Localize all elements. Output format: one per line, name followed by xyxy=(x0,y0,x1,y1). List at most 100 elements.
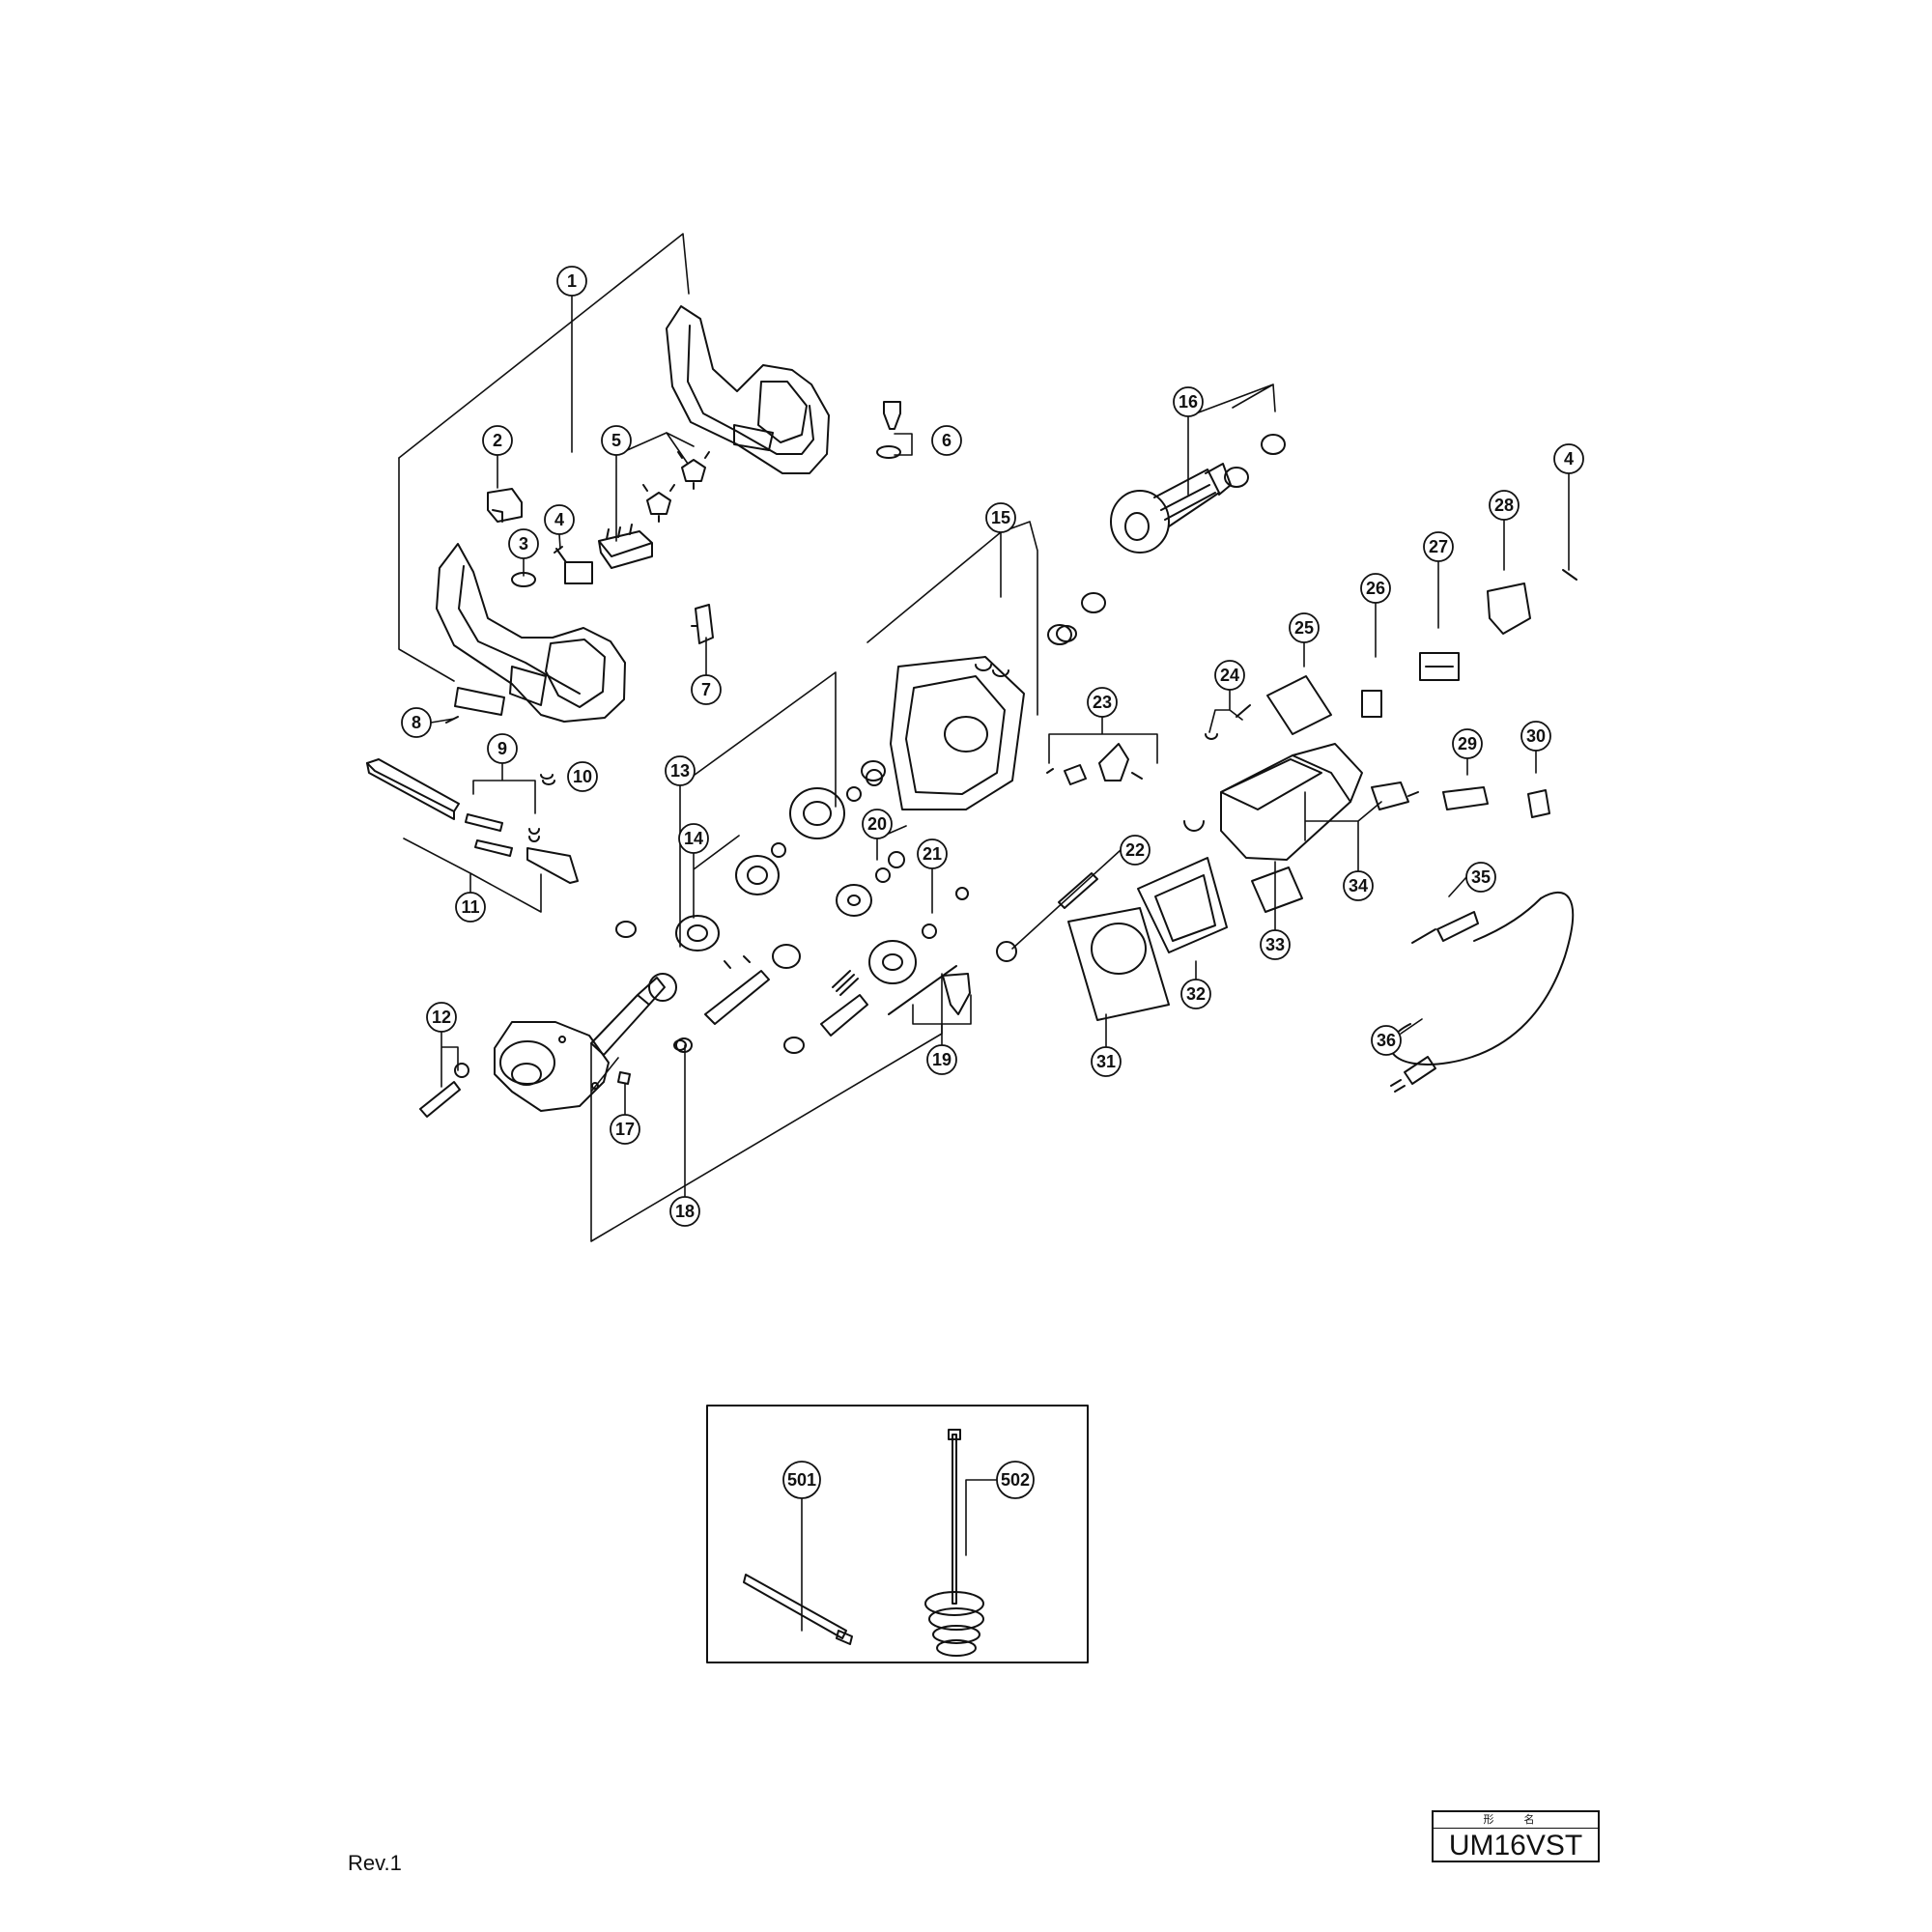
label-26 xyxy=(1361,690,1382,718)
washer-12 xyxy=(454,1063,469,1078)
part-balloon-p24: 24 xyxy=(1214,660,1245,691)
part-balloon-p20: 20 xyxy=(862,809,893,839)
part-balloon-p34: 34 xyxy=(1343,870,1374,901)
part-balloon-p1: 1 xyxy=(556,266,587,297)
part-balloon-p35: 35 xyxy=(1465,862,1496,893)
balloon-circle xyxy=(426,1002,457,1033)
part-balloon-p12: 12 xyxy=(426,1002,457,1033)
handle-rear-half xyxy=(666,305,830,474)
balloon-number: 17 xyxy=(615,1120,635,1139)
balloon-circle xyxy=(1289,612,1320,643)
ring-15b xyxy=(861,760,886,781)
balloon-number: 33 xyxy=(1265,935,1285,954)
motor-housing xyxy=(1220,743,1363,861)
brush-holder xyxy=(598,524,653,569)
tail-cover xyxy=(1487,582,1531,635)
gear-21 xyxy=(868,940,917,984)
carbon-brush-b xyxy=(677,451,710,490)
balloon-number: 27 xyxy=(1429,537,1448,556)
ring-small-a xyxy=(771,842,786,858)
balloon-circle xyxy=(1180,979,1211,1009)
part-balloon-p16: 16 xyxy=(1173,386,1204,417)
revision-label: Rev.1 xyxy=(348,1851,402,1875)
condenser-29 xyxy=(1442,786,1489,810)
balloon-circle xyxy=(1260,929,1291,960)
part-balloon-p13: 13 xyxy=(665,755,696,786)
balloon-number: 11 xyxy=(461,897,479,917)
balloon-circle xyxy=(1214,660,1245,691)
balloon-circle xyxy=(482,425,513,456)
balloon-circle xyxy=(1553,443,1584,474)
balloon-number: 502 xyxy=(1001,1470,1030,1490)
balloon-number: 7 xyxy=(701,680,711,699)
balloon-circle xyxy=(996,1461,1035,1499)
balloon-circle xyxy=(544,504,575,535)
balloon-circle xyxy=(862,809,893,839)
balloon-circle xyxy=(455,892,486,923)
balloon-number: 14 xyxy=(684,829,703,848)
pinion-shaft xyxy=(704,955,770,1025)
ring-small-c xyxy=(875,867,891,883)
model-name: UM16VST xyxy=(1448,1830,1583,1861)
spring-10 xyxy=(540,774,555,785)
balloon-circle xyxy=(487,733,518,764)
balloon-number: 21 xyxy=(923,844,942,864)
part-balloon-p22: 22 xyxy=(1120,835,1151,866)
o-ring xyxy=(648,973,677,1002)
rod-19 xyxy=(888,965,957,1015)
part-balloon-p21: 21 xyxy=(917,838,948,869)
balloon-circle xyxy=(1452,728,1483,759)
balloon-number: 5 xyxy=(611,431,621,450)
balloon-number: 30 xyxy=(1526,726,1546,746)
balloon-number: 15 xyxy=(991,508,1010,527)
part-balloon-p8: 8 xyxy=(401,707,432,738)
part-balloon-p2: 2 xyxy=(482,425,513,456)
balloon-number: 22 xyxy=(1125,840,1145,860)
model-name-header: 形 名 xyxy=(1434,1812,1598,1829)
balloon-circle xyxy=(1173,386,1204,417)
bearing-small-17 xyxy=(617,1071,631,1085)
label-33 xyxy=(1251,867,1303,913)
balloon-circle xyxy=(665,755,696,786)
baffle-plate xyxy=(1067,907,1170,1021)
switch-29 xyxy=(1371,781,1419,810)
part-balloon-p6: 6 xyxy=(931,425,962,456)
bearing-14 xyxy=(675,915,720,952)
spring-ring xyxy=(511,572,536,587)
ring-15 xyxy=(1047,624,1072,645)
cord-clip-30 xyxy=(1527,789,1550,818)
balloon-number: 25 xyxy=(1294,618,1314,638)
nut-18 xyxy=(673,1039,687,1051)
balloon-circle xyxy=(567,761,598,792)
part-balloon-p3: 3 xyxy=(508,528,539,559)
part-balloon-p23: 23 xyxy=(1087,687,1118,718)
lever-19 xyxy=(942,973,971,1015)
balloon-circle xyxy=(691,674,722,705)
handle-front-half xyxy=(436,543,626,723)
bearing-16b xyxy=(1224,467,1249,488)
fan-22 xyxy=(996,941,1017,962)
balloon-number: 501 xyxy=(787,1470,816,1490)
screw-24 xyxy=(1205,704,1251,740)
balloon-circle xyxy=(1120,835,1151,866)
switch-plate xyxy=(564,561,593,584)
part-balloon-p11: 11 xyxy=(455,892,486,923)
balloon-circle xyxy=(508,528,539,559)
balloon-number: 9 xyxy=(497,739,507,758)
mixing-paddle-502 xyxy=(924,1429,984,1657)
balloon-number: 12 xyxy=(432,1008,451,1027)
ring-small-b xyxy=(846,786,862,802)
part-balloon-p36: 36 xyxy=(1371,1025,1402,1056)
washer-20 xyxy=(836,884,872,917)
part-balloon-p28: 28 xyxy=(1489,490,1520,521)
balloon-number: 32 xyxy=(1186,984,1206,1004)
label-27 xyxy=(1419,652,1460,681)
balloon-circle xyxy=(1343,870,1374,901)
balloon-number: 36 xyxy=(1377,1031,1396,1050)
bearing-13b xyxy=(615,921,637,938)
balloon-circle xyxy=(926,1044,957,1075)
part-balloon-p30: 30 xyxy=(1520,721,1551,752)
part-balloon-p502: 502 xyxy=(996,1461,1035,1499)
part-balloon-p25: 25 xyxy=(1289,612,1320,643)
